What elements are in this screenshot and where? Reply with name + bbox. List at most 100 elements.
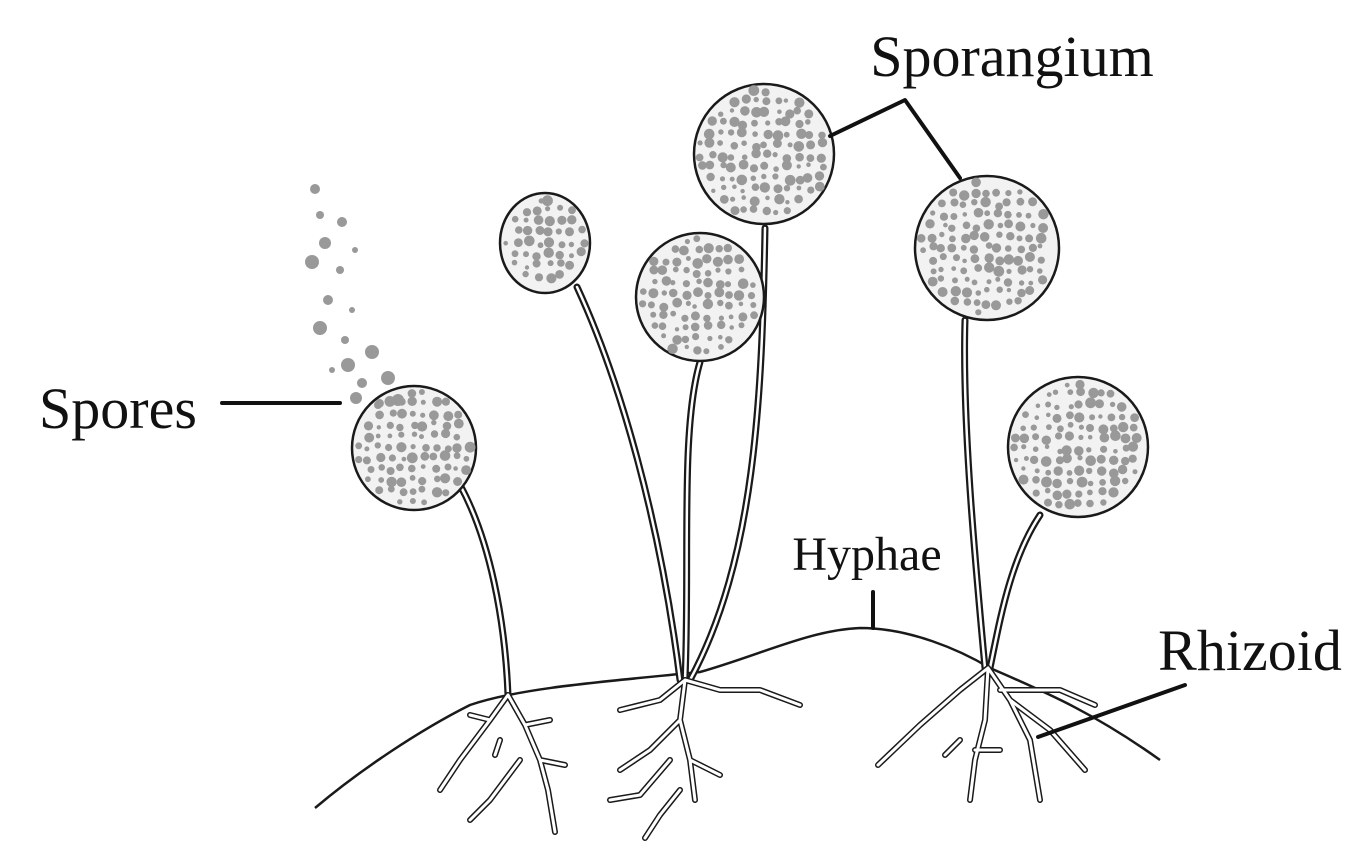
spore-dot [1088,481,1094,487]
spore-dot [1097,455,1106,464]
spore-dot [461,465,471,475]
rhizoid-cluster-middle [610,680,800,838]
spore-dot [514,238,523,247]
spore-dot [1032,433,1039,440]
spore-dot [397,499,402,504]
spore-dot [815,171,824,180]
spore-dot [421,400,426,405]
spore-dot [939,232,944,237]
spore-dot [640,288,647,295]
spore-dot [953,254,960,261]
spore-dot [760,182,770,192]
rhizoid-cluster-left [440,695,565,832]
spore-dot [1038,209,1048,219]
spore-dot [716,245,723,252]
spore-dot [984,262,994,272]
spore-dot [1038,223,1048,233]
spore [352,247,358,253]
spore-dot [1121,434,1131,444]
spore-dot [773,139,782,148]
spore-dot [1027,266,1033,272]
spore-dot [402,457,407,462]
spore-dot [515,226,523,234]
spore-dot [730,108,734,112]
spore-dot [964,298,972,306]
spore-dot [986,242,993,249]
spore-dot [445,464,452,471]
spore-dot [532,252,540,260]
spore-dot [938,267,943,272]
spore-dot [1035,468,1040,473]
spore-dot [754,97,759,102]
spore-dot [652,279,657,284]
spore-dot [1055,432,1062,439]
spore-dot [938,287,948,297]
spore-dot [662,290,667,295]
spore-dot [784,98,788,102]
spore-dot [454,434,461,441]
spore-dot [1054,466,1063,475]
spore-dot [389,454,396,461]
spore-dot [806,162,811,167]
spore-dot [565,261,574,270]
spore-dot [524,218,529,223]
spore-dot [545,206,550,211]
spore-dot [1036,404,1041,409]
spore-dot [398,432,404,438]
spore-dot [661,333,666,338]
spore-dot [1041,456,1052,467]
spore-dot [418,477,426,485]
spore [349,307,355,313]
spore-dot [578,226,586,234]
spore-dot [523,251,529,257]
spore-dot [704,138,714,148]
spore-dot [951,286,961,296]
spore-dot [1100,433,1110,443]
spore-dot [713,257,723,267]
stalk-6 [990,515,1040,668]
spore-dot [672,298,682,308]
spore-dot [1017,235,1023,241]
spore-dot [797,186,802,191]
spore-dot [962,287,972,297]
spore-dot [1078,435,1083,440]
spore-dot [1045,488,1051,494]
spore-dot [522,271,528,277]
spore-dot [667,344,677,354]
spore-dot [750,302,756,308]
spore-dot [1128,442,1138,452]
spore-dot [1030,456,1038,464]
spore-dot [1004,211,1012,219]
spore-dot [1015,222,1025,232]
spore-dot [672,335,682,345]
spore-dot [943,223,948,228]
spore-dot [1011,434,1020,443]
spore-dot [1017,198,1025,206]
spore-dot [702,254,711,263]
spore-dot [738,278,749,289]
spore-dot [545,216,555,226]
spore-dot [998,223,1004,229]
spore-dot [949,189,957,197]
spore-dot [568,206,576,214]
spore-dot [1119,414,1125,420]
spore-dot [1085,455,1096,466]
spore-dot [715,268,720,273]
spore-dot [1065,431,1074,440]
spore-dot [557,216,566,225]
spore-dot [512,260,518,266]
spore-dot [937,244,945,252]
spore-dot [410,475,416,481]
spore-dot [376,434,381,439]
spore-dot [1062,454,1072,464]
spore-dot [928,234,937,243]
spore-dot [1005,245,1012,252]
released-spores [305,184,404,409]
spore-dot [774,184,783,193]
spore-dot [976,290,982,296]
spore-dot [535,273,543,281]
spore-dot [962,259,967,264]
spore-dot [388,434,393,439]
spore-dot [1110,430,1121,441]
spore-dot [454,419,464,429]
